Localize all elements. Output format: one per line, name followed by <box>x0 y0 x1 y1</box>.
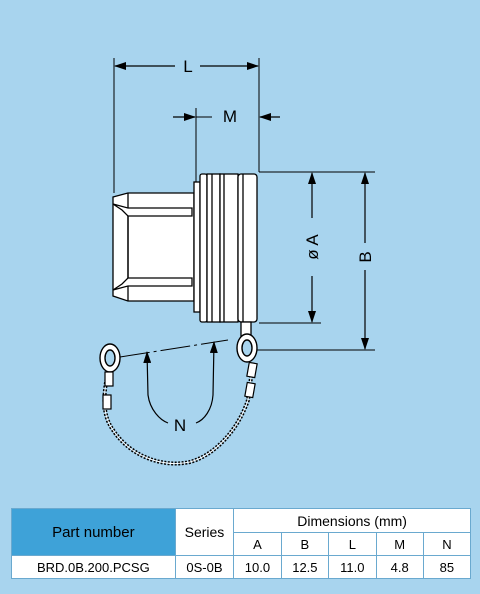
part-number-header: Part number <box>11 508 176 556</box>
label-b: B <box>356 251 375 262</box>
series-value: 0S-0B <box>174 555 235 579</box>
lanyard-rings <box>99 333 258 373</box>
part-number-value: BRD.0B.200.PCSG <box>11 555 176 579</box>
column-l: L <box>328 532 377 556</box>
series-header: Series <box>174 508 235 556</box>
dimension-m: M <box>173 107 280 126</box>
dimension-l: L <box>114 57 259 76</box>
dimension-n: N <box>119 339 229 435</box>
label-n: N <box>174 416 186 435</box>
dimensions-header: Dimensions (mm) <box>233 508 471 533</box>
extension-lines <box>113 58 375 351</box>
connector-cap-drawing: L M ø A B <box>99 57 375 466</box>
value-m: 4.8 <box>375 555 424 579</box>
label-a: ø A <box>303 234 322 260</box>
value-n: 85 <box>422 555 472 579</box>
column-a: A <box>233 532 282 556</box>
dimension-a: ø A <box>303 172 322 323</box>
value-b: 12.5 <box>280 555 330 579</box>
spec-table: Part number Series Dimensions (mm) A B L… <box>11 508 472 579</box>
column-b: B <box>280 532 330 556</box>
column-m: M <box>375 532 424 556</box>
table-row: BRD.0B.200.PCSG 0S-0B 10.0 12.5 11.0 4.8… <box>11 555 472 579</box>
table-column-row: A B L M N <box>12 532 472 556</box>
value-l: 11.0 <box>328 555 377 579</box>
label-l: L <box>183 57 192 76</box>
dimension-b: B <box>356 172 375 350</box>
label-m: M <box>223 107 237 126</box>
column-n: N <box>422 532 472 556</box>
value-a: 10.0 <box>233 555 282 579</box>
table-header-row: Part number Series Dimensions (mm) <box>11 508 471 556</box>
cap-body <box>112 173 258 341</box>
chain-lanyard <box>102 361 258 466</box>
